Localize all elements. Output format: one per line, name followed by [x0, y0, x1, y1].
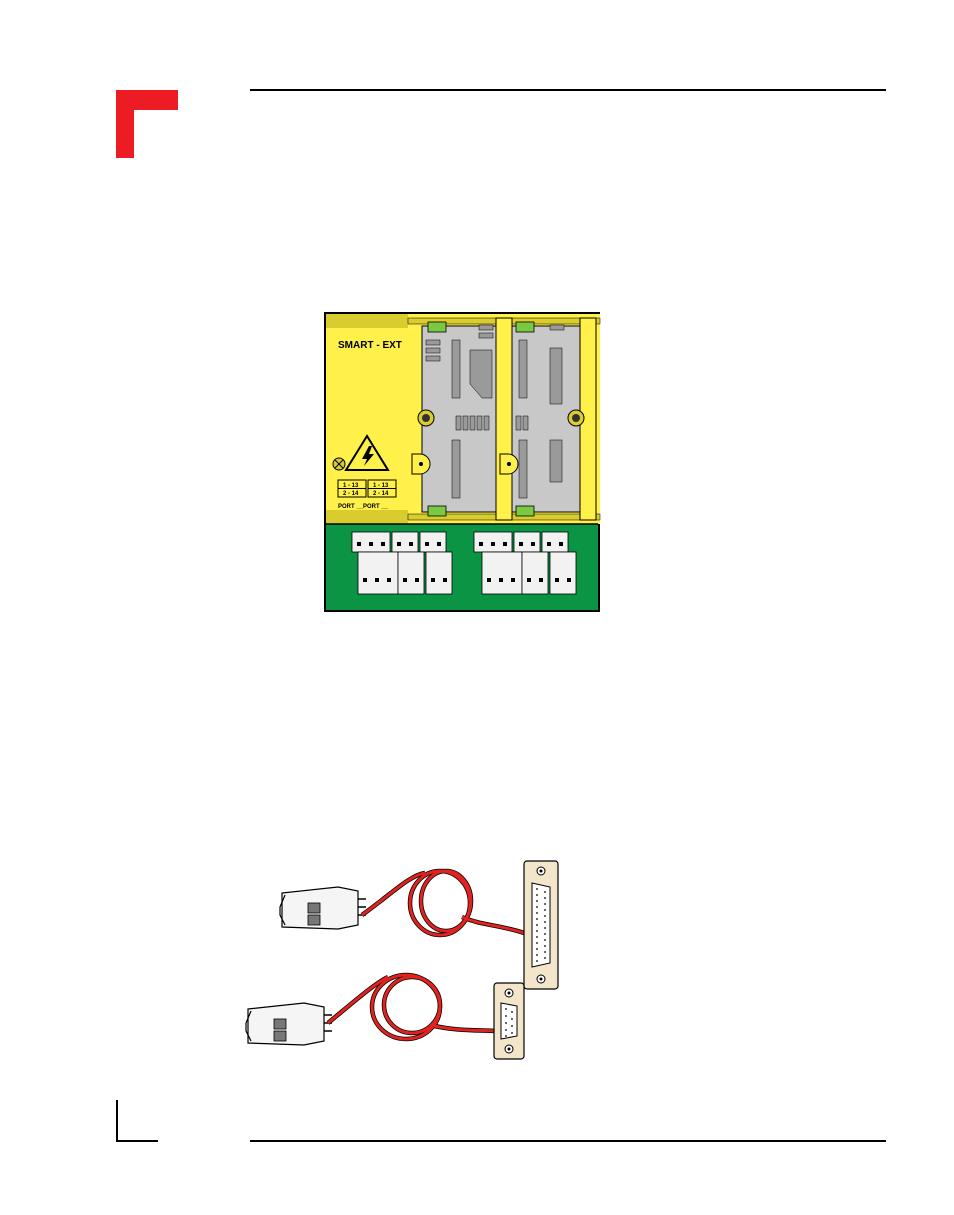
cable-assemblies-figure	[240, 855, 580, 1065]
module-label: SMART - EXT	[338, 340, 402, 351]
port-label-4: 2 - 14	[373, 491, 389, 497]
footer-rule	[250, 1140, 886, 1142]
port-label-2: 2 - 14	[343, 491, 359, 497]
port-caption: PORT __PORT __	[338, 504, 389, 510]
cable-db9	[246, 975, 524, 1059]
terminal-blocks-right	[474, 532, 576, 594]
screw-icon	[333, 458, 345, 470]
db25-connector-icon	[524, 861, 558, 989]
smart-ext-module-figure: SMART - EXT 1 - 13 2 - 14 1 - 13 2 - 14 …	[322, 308, 604, 618]
db9-connector-icon	[494, 983, 524, 1059]
header-rule	[250, 89, 886, 91]
cable-db25	[280, 861, 558, 989]
terminal-plug-icon	[246, 1003, 332, 1045]
terminal-blocks-left	[352, 532, 452, 594]
port-label-1: 1 - 13	[343, 483, 359, 489]
corner-mark-bottom	[116, 1100, 158, 1142]
terminal-plug-icon	[280, 887, 366, 929]
corner-mark-top	[116, 90, 178, 158]
port-label-3: 1 - 13	[373, 483, 389, 489]
